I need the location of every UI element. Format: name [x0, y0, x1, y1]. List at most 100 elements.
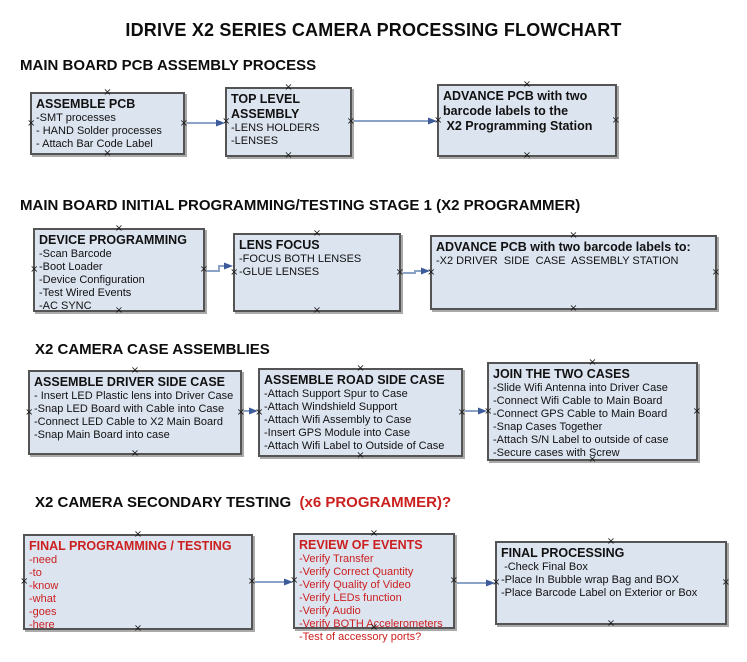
- box-title: JOIN THE TWO CASES: [493, 367, 630, 381]
- connector-handle-icon: ×: [711, 266, 720, 278]
- connector-handle-icon: ×: [199, 264, 208, 275]
- box-item: -SMT processes: [36, 112, 116, 124]
- flow-box-lens-focus[interactable]: LENS FOCUS -FOCUS BOTH LENSES -GLUE LENS…: [230, 229, 404, 316]
- box-item: -need: [29, 554, 58, 566]
- connector-handle-icon: ×: [606, 618, 616, 629]
- flow-box-review-of-events[interactable]: REVIEW OF EVENTS -Verify Transfer -Verif…: [290, 529, 458, 644]
- box-item: -Attach Wifi Label to Outside of Case: [264, 440, 445, 452]
- box-item: -Test Wired Events: [39, 287, 132, 299]
- connector-handle-icon: ×: [230, 266, 239, 278]
- box-item: -Device Configuration: [39, 274, 145, 286]
- box-title: ADVANCE PCB with two barcode labels to t…: [443, 89, 593, 133]
- box-item: -to: [29, 567, 42, 579]
- section-heading-secondary-testing: X2 CAMERA SECONDARY TESTING (x6 PROGRAMM…: [35, 494, 451, 511]
- flow-arrow[interactable]: [207, 262, 233, 272]
- connector-handle-icon: ×: [434, 114, 443, 126]
- connector-handle-icon: ×: [130, 448, 140, 459]
- flow-box-assemble-road-side-case[interactable]: ASSEMBLE ROAD SIDE CASE -Attach Support …: [255, 364, 466, 461]
- box-title: ADVANCE PCB with two barcode labels to:: [436, 240, 691, 254]
- box-item: -Attach Wifi Assembly to Case: [264, 414, 412, 426]
- box-item: -know: [29, 580, 59, 592]
- box-item: -AC SYNC: [39, 300, 92, 312]
- flow-box-final-processing[interactable]: FINAL PROCESSING -Check Final Box -Place…: [492, 537, 730, 629]
- box-item: -Verify Transfer: [299, 553, 374, 565]
- connector-handle-icon: ×: [395, 266, 404, 278]
- connector-handle-icon: ×: [27, 117, 36, 129]
- box-item: - HAND Solder processes: [36, 125, 162, 137]
- flow-box-advance-pcb-driver-side[interactable]: ADVANCE PCB with two barcode labels to: …: [427, 231, 720, 314]
- flow-box-device-programming[interactable]: DEVICE PROGRAMMING -Scan Barcode -Boot L…: [30, 224, 208, 316]
- connector-handle-icon: ×: [449, 575, 458, 586]
- connector-handle-icon: ×: [179, 117, 188, 129]
- box-item: -Connect GPS Cable to Main Board: [493, 408, 668, 420]
- section-heading-initial-programming: MAIN BOARD INITIAL PROGRAMMING/TESTING S…: [20, 197, 581, 214]
- box-title: DEVICE PROGRAMMING: [39, 233, 187, 247]
- box-item: -Verify Quality of Video: [299, 579, 411, 591]
- box-item: -Attach S/N Label to outside of case: [493, 434, 669, 446]
- connector-handle-icon: ×: [522, 150, 532, 161]
- box-item: -Verify BOTH Accelerometers: [299, 618, 443, 630]
- box-item: -what: [29, 593, 56, 605]
- box-item: -Snap Cases Together: [493, 421, 603, 433]
- connector-handle-icon: ×: [692, 405, 701, 417]
- box-item: - Insert LED Plastic lens into Driver Ca…: [34, 390, 234, 402]
- connector-handle-icon: ×: [721, 577, 730, 588]
- box-title: LENS FOCUS: [239, 238, 320, 252]
- box-item: -LENSES: [231, 135, 279, 147]
- connector-handle-icon: ×: [611, 114, 620, 126]
- connector-handle-icon: ×: [569, 303, 578, 314]
- box-title: ASSEMBLE PCB: [36, 97, 136, 111]
- flow-box-advance-pcb-programming-station[interactable]: ADVANCE PCB with two barcode labels to t…: [434, 80, 620, 161]
- section-heading-text: X2 CAMERA SECONDARY TESTING: [35, 494, 296, 511]
- connector-handle-icon: ×: [236, 406, 245, 418]
- section-heading-case-assemblies: X2 CAMERA CASE ASSEMBLIES: [35, 341, 270, 358]
- box-item: -Scan Barcode: [39, 248, 112, 260]
- box-item: -Insert GPS Module into Case: [264, 427, 411, 439]
- box-item: -Place Barcode Label on Exterior or Box: [501, 587, 698, 599]
- connector-handle-icon: ×: [457, 406, 466, 418]
- flow-box-assemble-pcb[interactable]: ASSEMBLE PCB -SMT processes - HAND Solde…: [27, 88, 188, 159]
- box-item: -Verify Audio: [299, 605, 361, 617]
- box-item: -Verify LEDs function: [299, 592, 402, 604]
- box-item: -FOCUS BOTH LENSES: [239, 253, 362, 265]
- box-item: -Boot Loader: [39, 261, 103, 273]
- connector-handle-icon: ×: [290, 575, 299, 586]
- section-heading-suffix: (x6 PROGRAMMER)?: [295, 494, 452, 511]
- connector-handle-icon: ×: [346, 116, 355, 127]
- box-item: - Attach Bar Code Label: [36, 138, 153, 150]
- box-item: -Connect LED Cable to X2 Main Board: [34, 416, 223, 428]
- flow-arrow[interactable]: [403, 267, 430, 275]
- connector-handle-icon: ×: [284, 150, 293, 161]
- box-title: ASSEMBLE DRIVER SIDE CASE: [34, 375, 226, 389]
- connector-handle-icon: ×: [312, 305, 322, 316]
- connector-handle-icon: ×: [222, 116, 231, 127]
- flow-box-final-programming-testing[interactable]: FINAL PROGRAMMING / TESTING -need -to -k…: [20, 530, 256, 634]
- box-item: -Attach Support Spur to Case: [264, 388, 408, 400]
- box-item: -Connect Wifi Cable to Main Board: [493, 395, 663, 407]
- box-item: -Slide Wifi Antenna into Driver Case: [493, 382, 668, 394]
- box-item: -Place In Bubble wrap Bag and BOX: [501, 574, 679, 586]
- box-title: REVIEW OF EVENTS: [299, 538, 423, 552]
- flow-box-assemble-driver-side-case[interactable]: ASSEMBLE DRIVER SIDE CASE - Insert LED P…: [25, 366, 245, 459]
- connector-handle-icon: ×: [255, 406, 264, 418]
- box-title: FINAL PROGRAMMING / TESTING: [29, 539, 232, 553]
- flow-box-join-the-two-cases[interactable]: JOIN THE TWO CASES -Slide Wifi Antenna i…: [484, 358, 701, 465]
- page-title: IDRIVE X2 SERIES CAMERA PROCESSING FLOWC…: [125, 20, 622, 40]
- box-title: FINAL PROCESSING: [501, 546, 625, 560]
- section-heading-pcb-assembly: MAIN BOARD PCB ASSEMBLY PROCESS: [20, 57, 317, 74]
- flow-box-top-level-assembly[interactable]: TOP LEVEL ASSEMBLY -LENS HOLDERS -LENSES…: [222, 83, 355, 161]
- box-item: -Secure cases with Screw: [493, 447, 620, 459]
- connector-handle-icon: ×: [25, 406, 34, 418]
- connector-handle-icon: ×: [427, 266, 436, 278]
- box-title: ASSEMBLE ROAD SIDE CASE: [264, 373, 445, 387]
- box-item: -X2 DRIVER SIDE CASE ASSEMBLY STATION: [436, 255, 679, 267]
- connector-handle-icon: ×: [247, 576, 256, 587]
- box-title: TOP LEVEL ASSEMBLY: [231, 92, 303, 121]
- box-item: -Verify Correct Quantity: [299, 566, 414, 578]
- box-item: -Snap LED Board with Cable into Case: [34, 403, 225, 415]
- box-item: -GLUE LENSES: [239, 266, 320, 278]
- connector-handle-icon: ×: [492, 577, 501, 588]
- box-item: -here: [29, 619, 55, 631]
